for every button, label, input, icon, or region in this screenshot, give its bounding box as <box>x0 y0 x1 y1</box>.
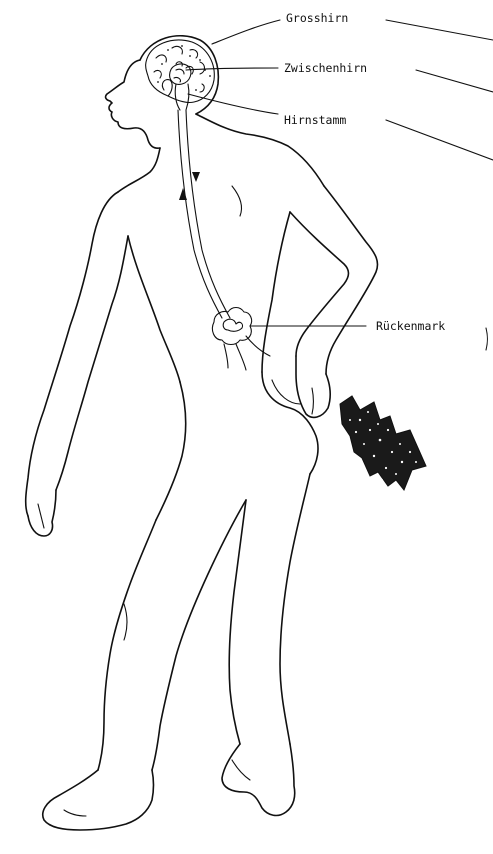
head-outline <box>106 60 160 148</box>
front-toes <box>64 810 86 816</box>
front-arm-outer <box>26 192 118 516</box>
label-grosshirn: Grosshirn <box>286 11 348 25</box>
label-rueckenmark: Rückenmark <box>376 319 445 333</box>
shoulder-blade <box>232 186 242 216</box>
back-fingers <box>312 388 314 414</box>
front-leg-outer <box>98 520 156 770</box>
back-arm-outer <box>324 186 378 374</box>
leader-rueckenmark-right <box>486 328 488 350</box>
ascending-arrow <box>179 188 187 200</box>
back-leg-inner <box>229 500 246 744</box>
label-zwischenhirn: Zwischenhirn <box>284 61 367 75</box>
spinal-tract-left <box>178 110 222 318</box>
stimulus-patch <box>340 396 426 490</box>
back-heel <box>232 760 250 780</box>
leader-grosshirn <box>212 20 280 44</box>
back-foot <box>222 744 295 815</box>
neck-front <box>118 148 160 192</box>
diencephalon-detail <box>174 69 184 82</box>
human-figure <box>26 36 378 830</box>
lower-back <box>262 212 290 372</box>
leader-hirnstamm-right <box>386 120 493 160</box>
front-leg-inner <box>152 500 246 770</box>
label-hirnstamm: Hirnstamm <box>284 113 346 127</box>
leader-zwischenhirn <box>186 68 278 70</box>
brainstem <box>175 84 189 110</box>
hip-front <box>156 382 186 520</box>
front-fingers <box>38 504 44 528</box>
leader-zwischenhirn-right <box>416 70 493 92</box>
spinal-cord-section <box>212 308 251 345</box>
front-foot <box>43 770 154 830</box>
spinal-tract-right <box>186 110 230 318</box>
front-hand <box>28 490 56 536</box>
knee-line <box>124 604 127 640</box>
leader-grosshirn-right <box>386 20 493 40</box>
front-arm-inner <box>56 236 128 490</box>
skull-back <box>140 36 218 114</box>
back-leg-outer <box>280 474 310 744</box>
spinal-cord-graymatter <box>223 319 242 331</box>
buttocks <box>262 372 318 474</box>
descending-arrow <box>192 172 200 182</box>
nervous-system <box>146 40 426 490</box>
torso-front <box>128 236 180 382</box>
